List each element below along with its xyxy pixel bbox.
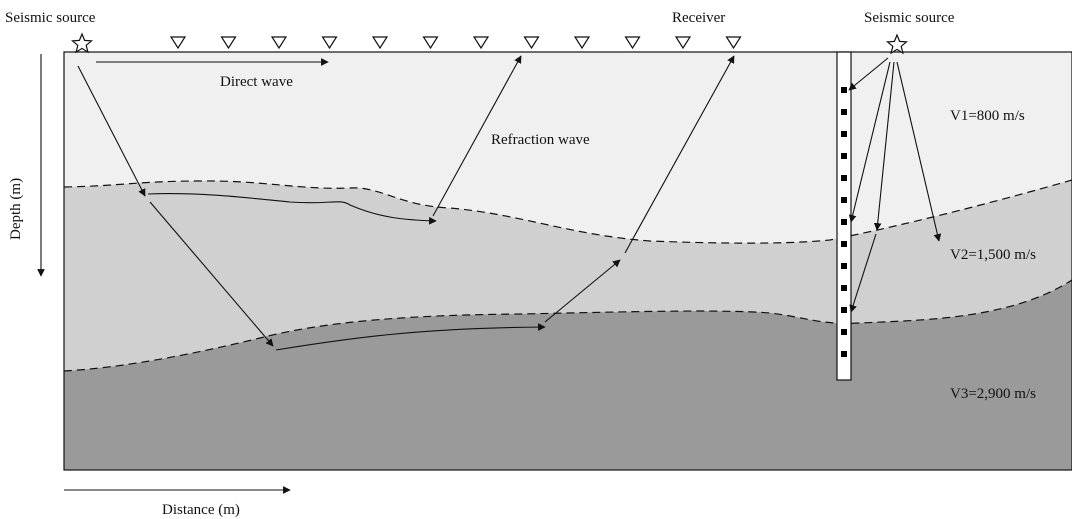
receiver-icon [523, 36, 540, 50]
distance-axis-label: Distance (m) [162, 502, 240, 518]
seismic-source-left-icon [70, 32, 94, 54]
incident-ray-2 [149, 201, 274, 347]
layer-2-velocity-label: V2=1,500 m/s [950, 247, 1036, 263]
vsp-ray-4 [896, 61, 942, 242]
receiver-icon [472, 36, 490, 50]
borehole-sensor [841, 109, 847, 115]
receiver-icon [674, 36, 692, 50]
borehole-sensor [841, 153, 847, 159]
borehole-sensor [841, 329, 847, 335]
borehole-sensor [841, 263, 847, 269]
borehole-sensor [841, 197, 847, 203]
source-right-label: Seismic source [864, 10, 955, 26]
borehole-sensors [841, 87, 847, 357]
incident-ray-1 [77, 65, 146, 197]
borehole-sensor [841, 351, 847, 357]
layer-3-fill [64, 280, 1072, 470]
vsp-ray-2 [848, 61, 891, 223]
refraction-up-ray-1 [432, 55, 522, 217]
receiver-label: Receiver [672, 10, 725, 26]
model-border [63, 51, 1072, 471]
vsp-ray-1 [848, 57, 889, 91]
seismic-source-right-icon [885, 33, 909, 55]
receiver-icon [321, 36, 338, 50]
direct-wave-label: Direct wave [220, 74, 293, 90]
refraction-up-ray-2b [624, 55, 735, 254]
refraction-wave-label: Refraction wave [491, 132, 590, 148]
layer-3-velocity-label: V3=2,900 m/s [950, 386, 1036, 402]
borehole-sensor [841, 175, 847, 181]
vsp-ray-3 [873, 61, 895, 231]
refraction-up-ray-2a [544, 259, 621, 323]
receiver-icon [422, 36, 439, 50]
borehole-sensor [841, 131, 847, 137]
receiver-icon [270, 36, 288, 50]
receiver-icon [169, 36, 187, 50]
receiver-icon [220, 36, 237, 50]
receiver-icon [573, 36, 591, 50]
vsp-ray-5 [849, 233, 877, 313]
borehole-sensor [841, 241, 847, 247]
borehole-sensor [841, 87, 847, 93]
borehole-sensor [841, 307, 847, 313]
head-wave-1 [147, 193, 437, 225]
depth-axis-label: Depth (m) [8, 178, 24, 240]
borehole-sensor [841, 219, 847, 225]
receiver-icon [624, 36, 641, 50]
receiver-icon [725, 36, 742, 50]
source-left-label: Seismic source [5, 10, 96, 26]
receivers [169, 36, 742, 50]
borehole-sensor [841, 285, 847, 291]
layer-1-velocity-label: V1=800 m/s [950, 108, 1025, 124]
receiver-icon [371, 36, 389, 50]
head-wave-2 [275, 323, 546, 351]
